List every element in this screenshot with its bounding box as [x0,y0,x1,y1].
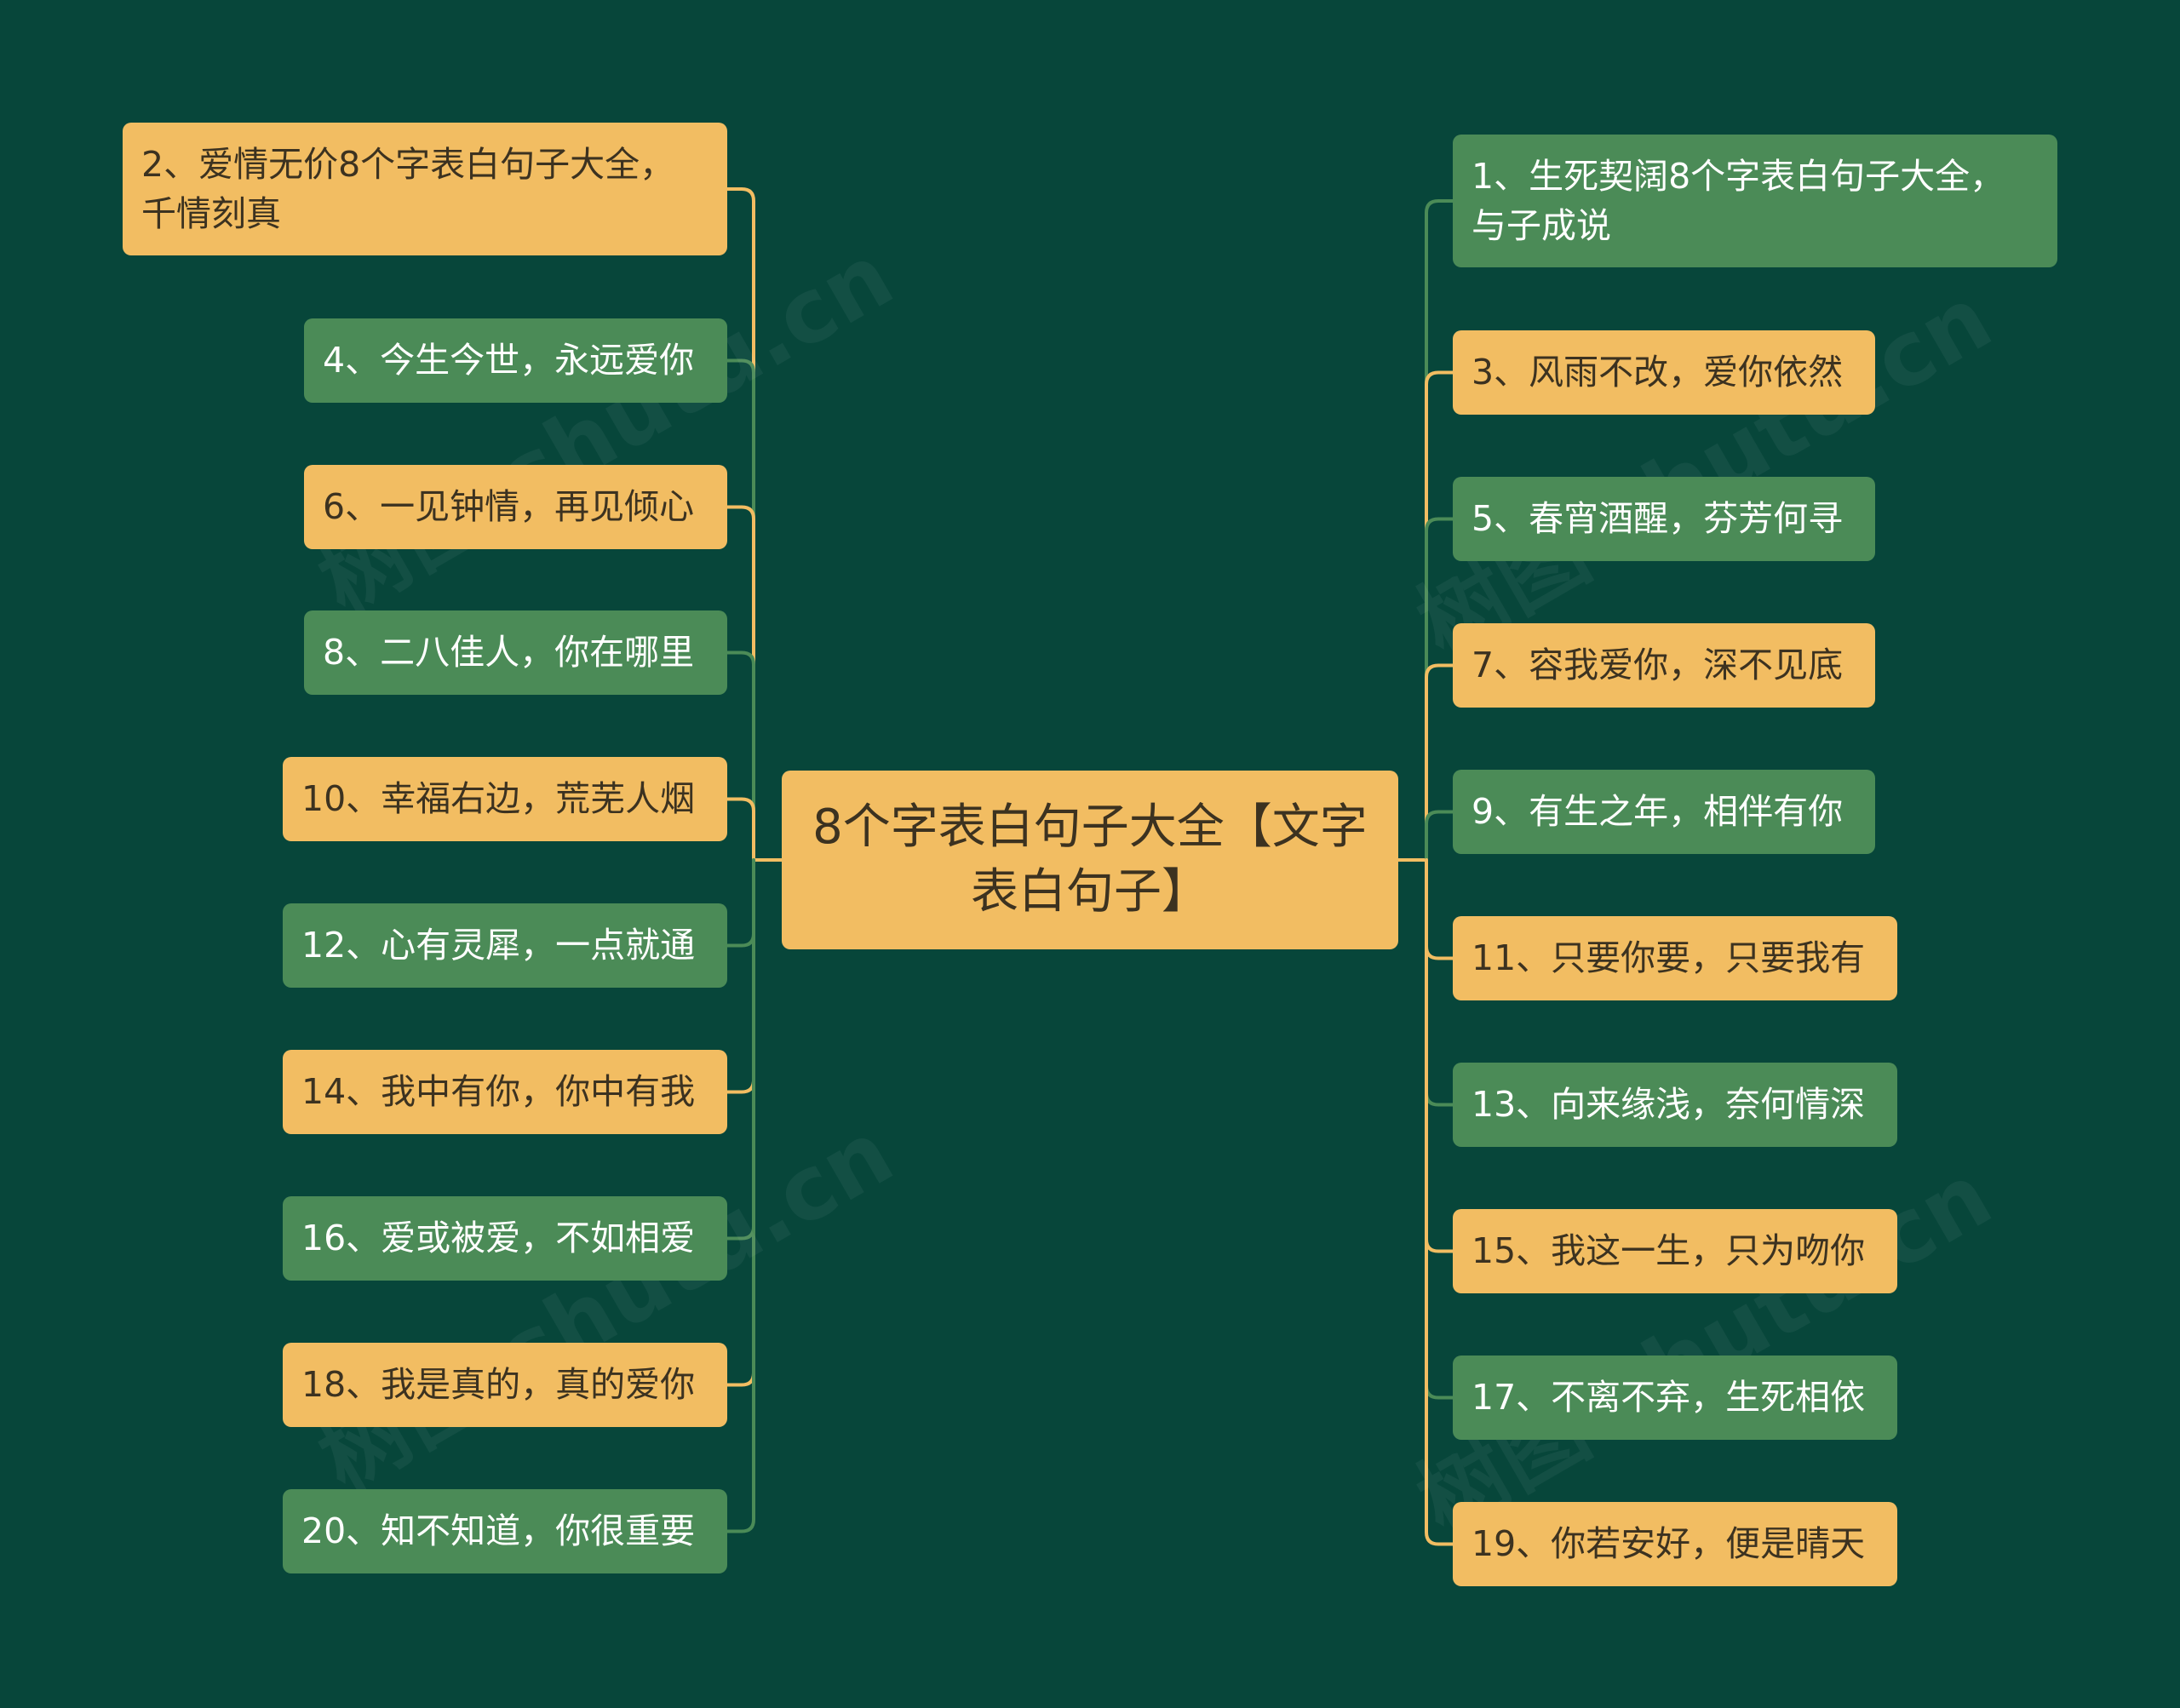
left-branch-5[interactable]: 10、幸福右边，荒芜人烟 [283,757,727,841]
connector-left-5 [726,797,755,862]
right-branch-10[interactable]: 19、你若安好，便是晴天 [1453,1502,1897,1586]
connector-right-2 [1425,370,1454,862]
right-branch-4[interactable]: 7、容我爱你，深不见底 [1453,623,1875,708]
connector-left-7 [726,858,755,1094]
connector-left-1 [726,187,755,862]
right-branch-8[interactable]: 15、我这一生，只为吻你 [1453,1209,1897,1293]
left-branch-2[interactable]: 4、今生今世，永远爱你 [304,318,727,403]
connector-right-7 [1425,858,1454,1107]
left-branch-3[interactable]: 6、一见钟情，再见倾心 [304,465,727,549]
right-branch-5[interactable]: 9、有生之年，相伴有你 [1453,770,1875,854]
connector-right-4 [1425,663,1454,862]
right-branch-1[interactable]: 1、生死契阔8个字表白句子大全， 与子成说 [1453,135,2057,267]
left-branch-9[interactable]: 18、我是真的，真的爱你 [283,1343,727,1427]
left-branch-4[interactable]: 8、二八佳人，你在哪里 [304,610,727,695]
connector-right-3 [1425,517,1454,862]
connector-right-9 [1425,858,1454,1400]
left-branch-10[interactable]: 20、知不知道，你很重要 [283,1489,727,1573]
connector-right-10 [1425,858,1454,1546]
connector-right-1 [1425,199,1454,862]
connector-right-8 [1425,858,1454,1253]
left-branch-8[interactable]: 16、爱或被爱，不如相爱 [283,1196,727,1281]
right-branch-2[interactable]: 3、风雨不改，爱你依然 [1453,330,1875,415]
connector-left-10 [726,858,755,1533]
connector-left-6 [726,858,755,948]
connector-left-2 [726,358,755,862]
connector-right-5 [1425,810,1454,862]
right-branch-7[interactable]: 13、向来缘浅，奈何情深 [1453,1063,1897,1147]
central-topic[interactable]: 8个字表白句子大全【文字表白句子】 [782,771,1398,949]
connector-right-6 [1425,858,1454,960]
right-branch-6[interactable]: 11、只要你要，只要我有 [1453,916,1897,1000]
left-branch-7[interactable]: 14、我中有你，你中有我 [283,1050,727,1134]
connector-left-4 [726,651,755,862]
right-branch-9[interactable]: 17、不离不弃，生死相依 [1453,1356,1897,1440]
connector-left-8 [726,858,755,1241]
right-branch-3[interactable]: 5、春宵酒醒，芬芳何寻 [1453,477,1875,561]
left-branch-6[interactable]: 12、心有灵犀，一点就通 [283,903,727,988]
left-branch-1[interactable]: 2、爱情无价8个字表白句子大全， 千情刻真 [123,123,727,255]
connector-left-3 [726,505,755,862]
connector-left-9 [726,858,755,1387]
